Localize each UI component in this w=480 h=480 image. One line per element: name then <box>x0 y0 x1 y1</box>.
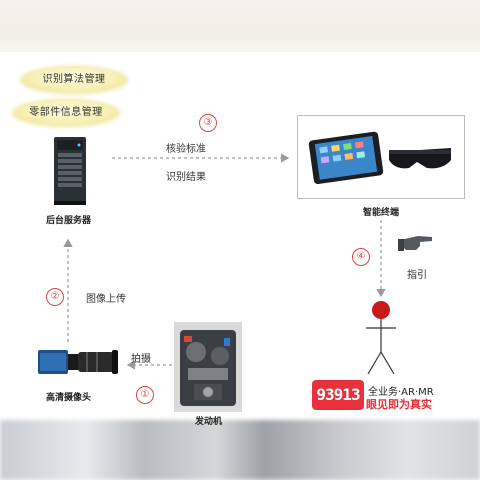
bottom-background-band <box>0 420 480 480</box>
server-label: 后台服务器 <box>46 216 92 226</box>
tablet-and-glasses-icon <box>308 131 451 185</box>
smart-terminal-label: 智能终端 <box>363 208 400 218</box>
server-tower-icon <box>54 137 86 205</box>
hd-camera-icon <box>38 350 118 374</box>
guide-label: 指引 <box>407 270 427 281</box>
oval-algorithm-management: 识别算法管理 <box>22 68 126 92</box>
image-upload-label: 图像上传 <box>86 294 126 305</box>
oval-parts-management: 零部件信息管理 <box>14 101 118 125</box>
step-2-marker: ② <box>46 288 64 306</box>
camera-label: 高清摄像头 <box>46 393 92 403</box>
pointing-hand-icon <box>398 236 432 251</box>
engine-photo-icon <box>174 322 242 412</box>
watermark-logo-badge: 93913 <box>312 380 364 410</box>
recognition-result-label: 识别结果 <box>166 172 206 183</box>
verify-standard-label: 核验标准 <box>166 144 206 155</box>
capture-label: 拍摄 <box>131 354 151 365</box>
top-background-band <box>0 0 480 52</box>
watermark-tagline: 全业务·AR·MR <box>368 387 434 398</box>
step-1-marker: ① <box>136 386 154 404</box>
engine-label: 发动机 <box>195 417 223 427</box>
step-3-marker: ③ <box>199 114 217 132</box>
worker-figure-icon <box>366 301 396 375</box>
watermark-slogan: 眼见即为真实 <box>366 398 432 411</box>
step-4-marker: ④ <box>352 248 370 266</box>
